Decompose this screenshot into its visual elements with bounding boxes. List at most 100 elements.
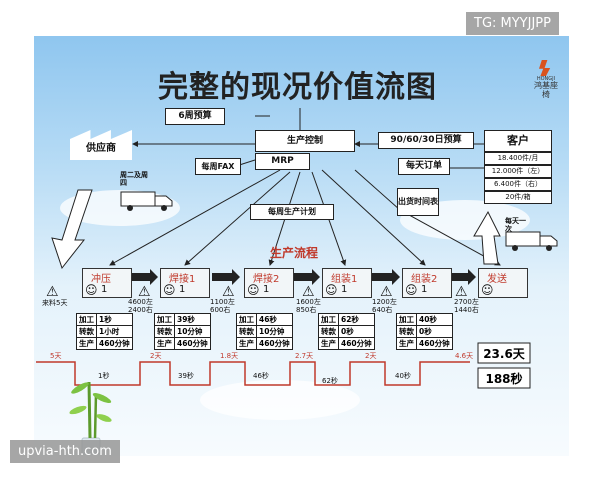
cloud	[200, 380, 360, 420]
data-value: 10分钟	[174, 325, 211, 338]
operator-count: 1	[341, 284, 348, 295]
process-box: 焊接1 ☺ 1	[160, 268, 210, 298]
data-key: 转款	[154, 325, 175, 338]
forecast-6wk-box: 6周预算	[165, 108, 225, 125]
operator-icon: ☺	[163, 283, 176, 297]
data-key: 加工	[76, 313, 97, 326]
inventory-triangle-icon: ⚠	[46, 284, 59, 300]
data-value: 460分钟	[338, 337, 375, 350]
process-box: 焊接2 ☺ 1	[244, 268, 294, 298]
data-key: 加工	[154, 313, 175, 326]
watermark-bottom: upvia-hth.com	[10, 440, 120, 463]
logo-text: 鸿基座椅	[534, 81, 558, 99]
data-value: 460分钟	[256, 337, 293, 350]
inventory-label: 1100左 600右	[210, 298, 235, 314]
process-name: 焊接2	[253, 274, 280, 285]
process-name: 焊接1	[169, 274, 196, 285]
data-key: 生产	[236, 337, 257, 350]
process-name: 组装1	[331, 274, 358, 285]
data-value: 39秒	[174, 313, 211, 326]
process-name: 发送	[487, 274, 507, 285]
customer-demand-row: 18.400件/月	[484, 152, 552, 165]
data-key: 转款	[76, 325, 97, 338]
data-value: 460分钟	[416, 337, 453, 350]
inventory-triangle-icon: ⚠	[138, 284, 151, 300]
data-key: 生产	[154, 337, 175, 350]
inventory-triangle-icon: ⚠	[302, 284, 315, 300]
weekly-fax-box: 每周FAX	[195, 158, 241, 175]
truck-in-icon	[120, 191, 173, 211]
operator-count: 1	[263, 284, 270, 295]
page-title: 完整的现况价值流图	[158, 70, 437, 105]
data-key: 加工	[396, 313, 417, 326]
logo-mark-icon	[539, 60, 551, 76]
process-name: 冲压	[91, 274, 111, 285]
inventory-label: 来料5天	[42, 299, 68, 307]
customer-title: 客户	[484, 130, 552, 152]
total-process-time: 188秒	[485, 372, 523, 386]
data-value: 460分钟	[174, 337, 211, 350]
operator-count: 1	[101, 284, 108, 295]
timeline-secs: 46秒	[253, 372, 269, 380]
data-value: 62秒	[338, 313, 375, 326]
data-value: 1小时	[96, 325, 133, 338]
timeline-days: 2.7天	[295, 352, 314, 360]
timeline-secs: 1秒	[98, 372, 110, 380]
inventory-triangle-icon: ⚠	[380, 284, 393, 300]
timeline-days: 5天	[50, 352, 62, 360]
data-value: 10分钟	[256, 325, 293, 338]
supplier-factory: 供应商	[70, 130, 132, 160]
data-key: 生产	[318, 337, 339, 350]
weekly-plan-box: 每周生产计划	[250, 204, 334, 220]
data-value: 0秒	[338, 325, 375, 338]
shipping-schedule-box: 出货时间表	[397, 188, 439, 216]
production-control-box: 生产控制	[255, 130, 355, 152]
process-box: 组装1 ☺ 1	[322, 268, 372, 298]
flow-title: 生产流程	[270, 246, 319, 260]
operator-count: 1	[179, 284, 186, 295]
timeline-secs: 62秒	[322, 377, 338, 385]
data-key: 加工	[236, 313, 257, 326]
customer-demand-row: 12.000件（左）	[484, 165, 552, 178]
timeline-days: 2天	[365, 352, 377, 360]
inventory-label: 1200左 640右	[372, 298, 397, 314]
timeline-days: 2天	[150, 352, 162, 360]
inventory-triangle-icon: ⚠	[222, 284, 235, 300]
inventory-label: 4600左 2400右	[128, 298, 153, 314]
data-key: 转款	[396, 325, 417, 338]
data-value: 1秒	[96, 313, 133, 326]
process-box: 发送 ☺	[478, 268, 528, 298]
data-value: 0秒	[416, 325, 453, 338]
data-key: 生产	[76, 337, 97, 350]
process-box: 冲压 ☺ 1	[82, 268, 132, 298]
data-key: 转款	[236, 325, 257, 338]
operator-icon: ☺	[481, 283, 494, 297]
timeline-days: 4.6天	[455, 352, 474, 360]
customer-block: 客户 18.400件/月 12.000件（左） 6.400件（右） 20件/箱	[484, 130, 552, 204]
inventory-label: 1600左 850右	[296, 298, 321, 314]
total-lead-time: 23.6天	[483, 347, 525, 361]
logo-small-text: HONGJI	[536, 76, 556, 82]
daily-order-box: 每天订单	[398, 158, 450, 175]
data-key: 生产	[396, 337, 417, 350]
mrp-box: MRP	[255, 153, 310, 170]
brand-logo: HONGJI 鸿基座椅	[528, 60, 564, 110]
customer-demand-row: 6.400件（右）	[484, 178, 552, 191]
forecast-90-box: 90/60/30日预算	[378, 132, 474, 149]
operator-icon: ☺	[405, 283, 418, 297]
truck-in-label: 周二及周四	[120, 171, 148, 187]
operator-icon: ☺	[85, 283, 98, 297]
truck-out-label: 每天一次	[505, 217, 526, 233]
operator-count: 1	[421, 284, 428, 295]
truck-out-icon	[505, 231, 558, 251]
process-box: 组装2 ☺ 1	[402, 268, 452, 298]
data-value: 460分钟	[96, 337, 133, 350]
operator-icon: ☺	[325, 283, 338, 297]
inventory-triangle-icon: ⚠	[455, 284, 468, 300]
process-name: 组装2	[411, 274, 438, 285]
customer-demand-row: 20件/箱	[484, 191, 552, 204]
